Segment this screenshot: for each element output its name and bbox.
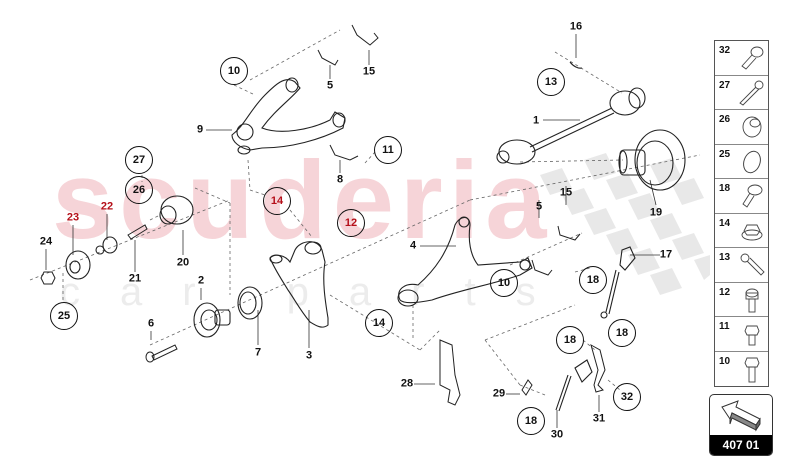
legend-item-25[interactable]: 25 <box>715 145 768 179</box>
wheel-bearing-icon <box>237 286 263 320</box>
legend-item-14[interactable]: 14 <box>715 214 768 248</box>
legend-item-12[interactable]: 12 <box>715 283 768 317</box>
callout-12[interactable]: 12 <box>337 209 365 237</box>
part-label-7[interactable]: 7 <box>254 346 262 359</box>
part-label-16[interactable]: 16 <box>569 20 583 33</box>
legend-label: 27 <box>719 79 731 91</box>
part-label-9[interactable]: 9 <box>196 123 204 136</box>
arrow-icon <box>721 400 761 432</box>
clip-icon <box>317 49 339 66</box>
part-label-22[interactable]: 22 <box>100 200 114 213</box>
collar-bolt-icon <box>745 288 759 312</box>
cap-nut-icon <box>742 116 762 138</box>
part-label-17[interactable]: 17 <box>659 248 673 261</box>
hex-bolt-long-icon <box>744 357 760 382</box>
part-label-30[interactable]: 30 <box>550 428 564 441</box>
callout-11[interactable]: 11 <box>374 136 402 164</box>
part-label-28[interactable]: 28 <box>400 377 414 390</box>
legend-label: 13 <box>719 252 731 263</box>
legend-label: 12 <box>719 286 731 298</box>
retainer-icon <box>351 24 379 46</box>
bracket-icon <box>329 144 359 161</box>
legend-label: 11 <box>719 321 730 332</box>
callout-18[interactable]: 18 <box>608 319 636 347</box>
legend-label: 26 <box>719 114 731 125</box>
legend-label: 14 <box>719 217 731 229</box>
tone-ring-icon <box>65 250 91 280</box>
callout-18[interactable]: 18 <box>517 407 545 435</box>
part-label-5[interactable]: 5 <box>326 79 334 92</box>
linkage-icon <box>555 359 593 412</box>
bracket-icon <box>439 339 461 406</box>
part-label-3[interactable]: 3 <box>305 349 313 362</box>
legend-label: 10 <box>719 355 731 367</box>
part-label-20[interactable]: 20 <box>176 256 190 269</box>
level-sensor-icon <box>600 246 636 319</box>
callout-32[interactable]: 32 <box>613 383 641 411</box>
legend-item-11[interactable]: 11 <box>715 317 768 352</box>
long-bolt-icon <box>739 80 764 106</box>
part-label-8[interactable]: 8 <box>336 173 344 186</box>
callout-10[interactable]: 10 <box>490 269 518 297</box>
catalog-code: 407 01 <box>710 435 772 455</box>
callout-13[interactable]: 13 <box>537 68 565 96</box>
part-label-15[interactable]: 15 <box>559 186 573 199</box>
part-label-15[interactable]: 15 <box>362 65 376 78</box>
legend-item-32[interactable]: 32 <box>715 41 768 76</box>
callout-14[interactable]: 14 <box>365 309 393 337</box>
part-label-29[interactable]: 29 <box>492 387 506 400</box>
fastener-legend: 32 27 26 25 18 14 13 12 <box>714 40 769 387</box>
knuckle-icon <box>269 241 329 328</box>
nut-icon <box>40 271 56 285</box>
hub-cap-icon <box>159 195 194 225</box>
legend-item-10[interactable]: 10 <box>715 352 768 387</box>
callout-10[interactable]: 10 <box>220 57 248 85</box>
drive-shaft-icon <box>496 61 646 165</box>
legend-label: 32 <box>719 45 731 56</box>
part-label-6[interactable]: 6 <box>147 317 155 330</box>
part-label-21[interactable]: 21 <box>128 272 142 285</box>
callout-18[interactable]: 18 <box>556 326 584 354</box>
legend-label: 18 <box>719 183 731 194</box>
legend-item-18[interactable]: 18 <box>715 179 768 214</box>
cv-joint-icon <box>618 129 686 191</box>
lower-wishbone-icon <box>397 216 533 307</box>
socket-head-bolt-icon <box>741 46 764 70</box>
callout-14[interactable]: 14 <box>263 187 291 215</box>
upper-wishbone-icon <box>231 77 346 155</box>
part-label-31[interactable]: 31 <box>592 412 606 425</box>
callout-26[interactable]: 26 <box>125 176 153 204</box>
hex-bolt-short-icon <box>744 325 760 346</box>
part-label-4[interactable]: 4 <box>409 239 417 252</box>
torx-bolt-icon <box>740 253 765 276</box>
bracket-icon <box>590 343 606 393</box>
part-label-1[interactable]: 1 <box>532 114 540 127</box>
callout-27[interactable]: 27 <box>125 146 153 174</box>
checker-flag-icon <box>540 153 710 295</box>
part-label-23[interactable]: 23 <box>66 211 80 224</box>
part-label-2[interactable]: 2 <box>197 274 205 287</box>
callout-25[interactable]: 25 <box>50 302 78 330</box>
legend-label: 25 <box>719 148 731 160</box>
clip-icon <box>521 379 533 396</box>
legend-item-13[interactable]: 13 <box>715 248 768 283</box>
wheel-hub-icon <box>193 302 231 338</box>
o-ring-icon <box>743 150 761 173</box>
retainer-icon <box>557 225 581 241</box>
legend-item-27[interactable]: 27 <box>715 76 768 110</box>
part-label-24[interactable]: 24 <box>39 235 53 248</box>
screw-icon <box>127 224 148 240</box>
clip-icon <box>531 259 553 276</box>
part-label-19[interactable]: 19 <box>649 206 663 219</box>
torx-screw-icon <box>742 184 763 208</box>
flange-nut-icon <box>741 224 763 240</box>
callout-18[interactable]: 18 <box>579 266 607 294</box>
bolt-icon <box>145 344 178 363</box>
part-label-5[interactable]: 5 <box>535 200 543 213</box>
catalog-reference-button[interactable]: 407 01 <box>709 394 773 456</box>
legend-item-26[interactable]: 26 <box>715 110 768 145</box>
speed-sensor-icon <box>95 236 118 255</box>
